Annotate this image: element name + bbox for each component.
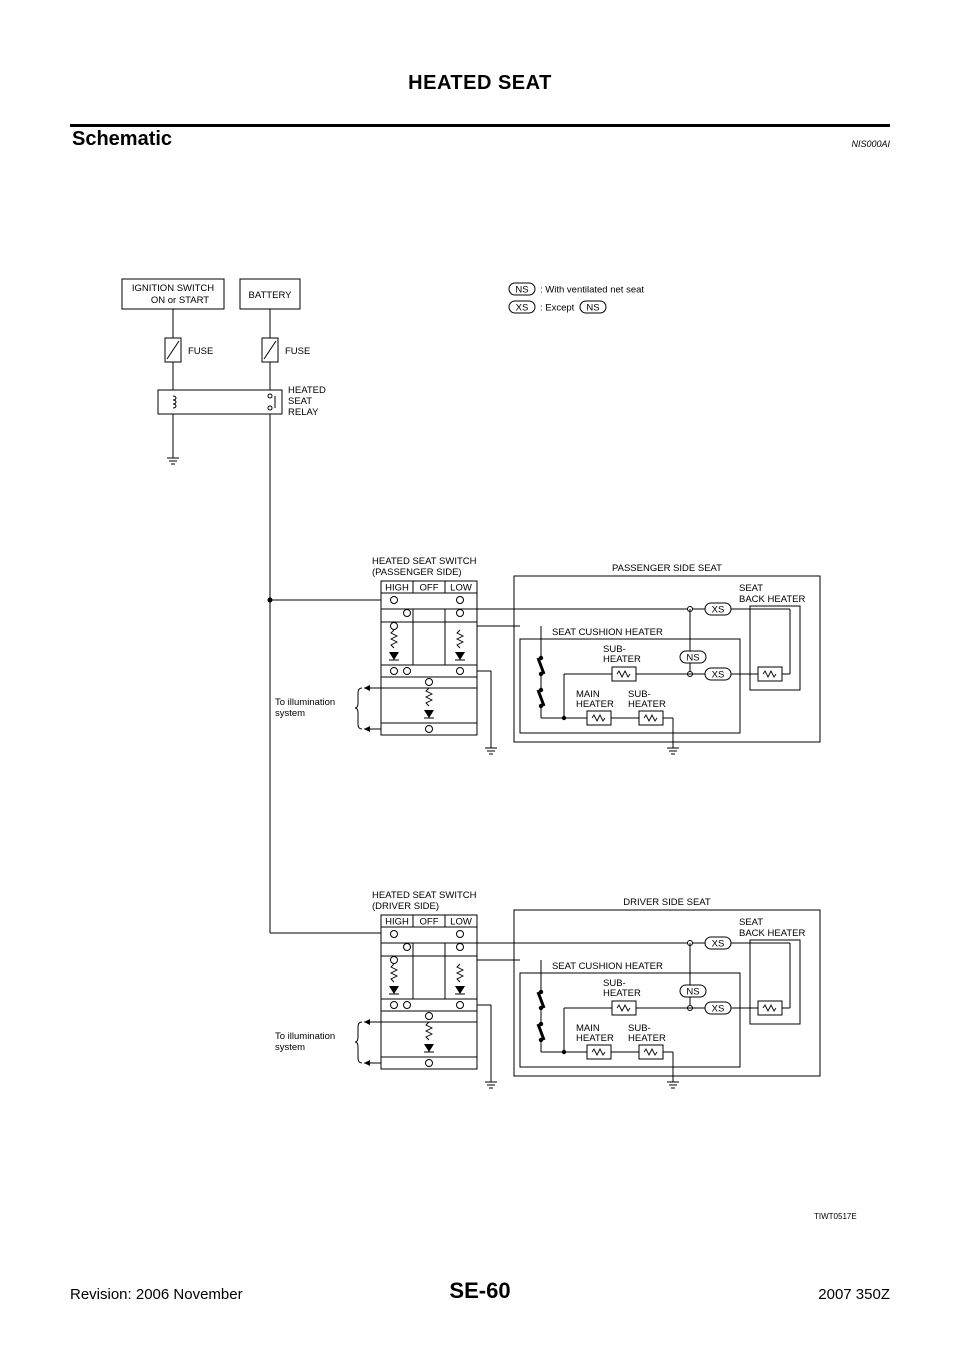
- seat-cushion-heater-box: [519, 638, 741, 734]
- passenger-unit: HEATED SEAT SWITCH (PASSENGER SIDE) HIGH…: [275, 556, 821, 755]
- seat-back-heater-box: [749, 605, 801, 691]
- fuse-label-2: FUSE: [285, 346, 310, 357]
- sub-heater-2-label-2: HEATER: [628, 1033, 666, 1044]
- ground-icon: [666, 1081, 680, 1089]
- main-heater-label-2: HEATER: [576, 1033, 614, 1044]
- legend-ns-tag: NS: [515, 285, 528, 296]
- switch-high-label: HIGH: [385, 583, 409, 594]
- sub-heater-2-label-2: HEATER: [628, 699, 666, 710]
- passenger-seat-title: PASSENGER SIDE SEAT: [612, 563, 722, 574]
- legend: NS : With ventilated net seat XS : Excep…: [508, 282, 644, 314]
- switch-low-label: LOW: [450, 917, 472, 928]
- ground-icon: [166, 457, 180, 465]
- tag-ns: NS: [686, 987, 699, 998]
- driver-heated-seat-switch: HIGH OFF LOW: [380, 914, 478, 1070]
- sub-heater-1-label-1: SUB-: [603, 978, 626, 989]
- sub-heater-element-icon: [638, 1044, 664, 1060]
- back-heater-label-2: BACK HEATER: [739, 594, 805, 605]
- sub-heater-element-icon: [611, 666, 637, 682]
- figure-id: TIWT0517E: [814, 1212, 857, 1221]
- relay-label-3: RELAY: [288, 407, 319, 418]
- main-heater-label-1: MAIN: [576, 1023, 600, 1034]
- driver-seat-title: DRIVER SIDE SEAT: [623, 897, 711, 908]
- driver-switch-title-1: HEATED SEAT SWITCH: [372, 890, 477, 901]
- ground-icon: [666, 747, 680, 755]
- legend-xs-tag: XS: [516, 303, 529, 314]
- main-heater-label-1: MAIN: [576, 689, 600, 700]
- tag-xs: XS: [712, 1004, 725, 1015]
- relay-label-2: SEAT: [288, 396, 312, 407]
- ground-icon: [484, 747, 498, 755]
- passenger-switch-title-1: HEATED SEAT SWITCH: [372, 556, 477, 567]
- ignition-switch-box: [121, 278, 225, 310]
- battery-label: BATTERY: [249, 290, 293, 301]
- thermostat-icon: [536, 654, 546, 678]
- thermostat-icon: [536, 988, 546, 1012]
- tag-xs: XS: [712, 605, 725, 616]
- switch-off-label: OFF: [420, 917, 439, 928]
- illumination-label-1: To illumination: [275, 697, 335, 708]
- switch-high-label: HIGH: [385, 917, 409, 928]
- sub-heater-element-icon: [611, 1000, 637, 1016]
- thermostat-icon: [536, 686, 546, 710]
- tag-xs: XS: [712, 670, 725, 681]
- power-section: IGNITION SWITCH ON or START BATTERY FUSE…: [121, 278, 381, 934]
- sub-heater-element-icon: [638, 710, 664, 726]
- page-header-title: HEATED SEAT: [408, 72, 552, 94]
- passenger-seat-box: [513, 575, 821, 743]
- passenger-heated-seat-switch: HIGH OFF LOW: [380, 580, 478, 736]
- main-heater-element-icon: [586, 1044, 612, 1060]
- back-heater-label-1: SEAT: [739, 917, 763, 928]
- thermostat-icon: [536, 1020, 546, 1044]
- legend-xs-ref-tag: NS: [586, 303, 599, 314]
- back-heater-element-icon: [757, 1000, 783, 1016]
- legend-ns-desc: : With ventilated net seat: [540, 285, 644, 296]
- header-rule: [70, 124, 890, 127]
- back-heater-element-icon: [757, 666, 783, 682]
- switch-low-label: LOW: [450, 583, 472, 594]
- relay-label-1: HEATED: [288, 385, 326, 396]
- footer-page-number: SE-60: [449, 1278, 511, 1303]
- illumination-label-2: system: [275, 708, 305, 719]
- sub-heater-2-label-1: SUB-: [628, 689, 651, 700]
- main-heater-element-icon: [586, 710, 612, 726]
- sub-heater-1-label-2: HEATER: [603, 988, 641, 999]
- illumination-label-2: system: [275, 1042, 305, 1053]
- footer-revision: Revision: 2006 November: [70, 1286, 243, 1303]
- tag-ns: NS: [686, 653, 699, 664]
- driver-seat-box: [513, 909, 821, 1077]
- section-title: Schematic: [72, 128, 173, 150]
- tag-xs: XS: [712, 939, 725, 950]
- switch-off-label: OFF: [420, 583, 439, 594]
- fuse-label-1: FUSE: [188, 346, 213, 357]
- seat-cushion-heater-label: SEAT CUSHION HEATER: [552, 961, 663, 972]
- passenger-switch-title-2: (PASSENGER SIDE): [372, 567, 462, 578]
- seat-cushion-heater-box: [519, 972, 741, 1068]
- ignition-label-2: ON or START: [151, 295, 209, 306]
- section-code: NIS000AI: [851, 139, 890, 149]
- seat-back-heater-box: [749, 939, 801, 1025]
- ignition-label-1: IGNITION SWITCH: [132, 283, 214, 294]
- main-heater-label-2: HEATER: [576, 699, 614, 710]
- illumination-label-1: To illumination: [275, 1031, 335, 1042]
- sub-heater-1-label-1: SUB-: [603, 644, 626, 655]
- back-heater-label-1: SEAT: [739, 583, 763, 594]
- sub-heater-2-label-1: SUB-: [628, 1023, 651, 1034]
- relay-coil-icon: [172, 395, 177, 409]
- ground-icon: [484, 1081, 498, 1089]
- driver-switch-title-2: (DRIVER SIDE): [372, 901, 439, 912]
- sub-heater-1-label-2: HEATER: [603, 654, 641, 665]
- footer-model: 2007 350Z: [818, 1286, 890, 1303]
- seat-cushion-heater-label: SEAT CUSHION HEATER: [552, 627, 663, 638]
- driver-unit: HEATED SEAT SWITCH (DRIVER SIDE) HIGH OF…: [275, 890, 821, 1089]
- relay-box: [157, 389, 283, 415]
- legend-xs-desc: : Except: [540, 303, 575, 314]
- back-heater-label-2: BACK HEATER: [739, 928, 805, 939]
